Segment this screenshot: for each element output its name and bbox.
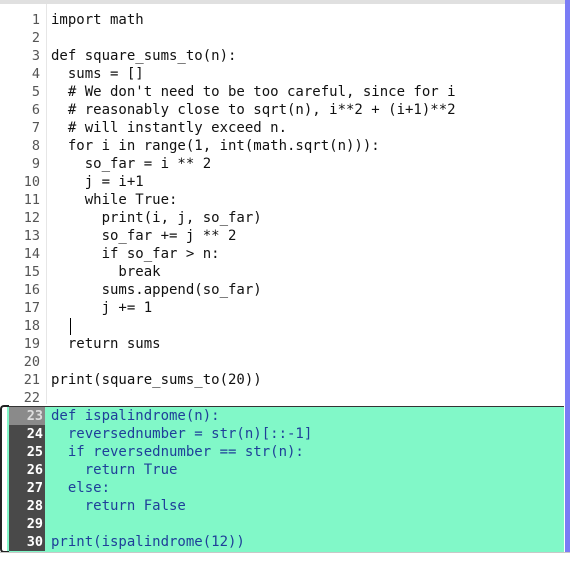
line-text[interactable]: import math — [51, 12, 144, 28]
code-line-selected[interactable]: 27 else: — [0, 479, 565, 497]
line-text[interactable]: for i in range(1, int(math.sqrt(n))): — [51, 138, 380, 154]
code-line-selected[interactable]: 30 print(ispalindrome(12)) — [0, 533, 565, 551]
line-number: 23 — [9, 407, 45, 425]
line-number: 10 — [23, 174, 40, 190]
code-line[interactable]: 12 print(i, j, so_far) — [0, 209, 565, 227]
line-text[interactable]: so_far += j ** 2 — [51, 228, 237, 244]
line-text[interactable]: # will instantly exceed n. — [51, 120, 288, 136]
line-text[interactable]: print(ispalindrome(12)) — [51, 534, 245, 550]
code-line[interactable]: 4 sums = [] — [0, 65, 565, 83]
line-text[interactable]: return False — [51, 498, 186, 514]
line-text[interactable]: return sums — [51, 336, 161, 352]
code-line[interactable]: 11 while True: — [0, 191, 565, 209]
line-text[interactable]: # reasonably close to sqrt(n), i**2 + (i… — [51, 102, 456, 118]
line-text[interactable]: sums.append(so_far) — [51, 282, 262, 298]
text-selection-highlight — [7, 406, 564, 552]
code-line[interactable]: 6 # reasonably close to sqrt(n), i**2 + … — [0, 101, 565, 119]
editor-bottom-border — [0, 552, 570, 553]
code-line-selected[interactable]: 28 return False — [0, 497, 565, 515]
line-text[interactable]: def ispalindrome(n): — [51, 408, 220, 424]
line-number: 21 — [23, 372, 40, 388]
vertical-scrollbar[interactable] — [565, 0, 570, 552]
code-line[interactable]: 13 so_far += j ** 2 — [0, 227, 565, 245]
line-text[interactable]: return True — [51, 462, 178, 478]
line-number: 4 — [31, 66, 40, 82]
line-number: 8 — [31, 138, 40, 154]
line-number: 6 — [31, 102, 40, 118]
code-line[interactable]: 14 if so_far > n: — [0, 245, 565, 263]
code-line[interactable]: 5 # We don't need to be too careful, sin… — [0, 83, 565, 101]
code-line[interactable]: 2 — [0, 29, 565, 47]
line-number: 29 — [9, 515, 45, 533]
line-number: 25 — [9, 443, 45, 461]
line-text[interactable]: j = i+1 — [51, 174, 144, 190]
line-number: 3 — [31, 48, 40, 64]
line-text[interactable]: else: — [51, 480, 111, 496]
code-line[interactable]: 18 — [0, 317, 565, 335]
line-text[interactable]: if reversednumber == str(n): — [51, 444, 304, 460]
line-number: 24 — [9, 425, 45, 443]
code-line[interactable]: 20 — [0, 353, 565, 371]
line-number: 2 — [31, 30, 40, 46]
code-line-selected[interactable]: 26 return True — [0, 461, 565, 479]
line-number: 17 — [23, 300, 40, 316]
line-number: 7 — [31, 120, 40, 136]
line-number: 20 — [23, 354, 40, 370]
line-number: 18 — [23, 318, 40, 334]
line-number: 26 — [9, 461, 45, 479]
text-cursor — [70, 318, 71, 335]
code-line[interactable]: 15 break — [0, 263, 565, 281]
line-text[interactable]: while True: — [51, 192, 178, 208]
code-line[interactable]: 21 print(square_sums_to(20)) — [0, 371, 565, 389]
code-line[interactable]: 10 j = i+1 — [0, 173, 565, 191]
code-line[interactable]: 1 import math — [0, 11, 565, 29]
line-text[interactable]: break — [51, 264, 161, 280]
line-number: 9 — [31, 156, 40, 172]
gutter-divider — [46, 4, 47, 404]
line-number: 30 — [9, 533, 45, 551]
line-text[interactable]: print(square_sums_to(20)) — [51, 372, 262, 388]
line-text[interactable]: def square_sums_to(n): — [51, 48, 237, 64]
line-number: 5 — [31, 84, 40, 100]
line-text[interactable]: reversednumber = str(n)[::-1] — [51, 426, 313, 442]
code-line[interactable]: 3 def square_sums_to(n): — [0, 47, 565, 65]
line-text[interactable]: sums = [] — [51, 66, 144, 82]
line-text[interactable]: # We don't need to be too careful, since… — [51, 84, 456, 100]
code-line[interactable]: 17 j += 1 — [0, 299, 565, 317]
line-number: 19 — [23, 336, 40, 352]
code-line-selected[interactable]: 25 if reversednumber == str(n): — [0, 443, 565, 461]
code-line[interactable]: 22 — [0, 389, 565, 407]
code-line-selected[interactable]: 29 — [0, 515, 565, 533]
line-number: 14 — [23, 246, 40, 262]
code-line[interactable]: 9 so_far = i ** 2 — [0, 155, 565, 173]
editor-top-bar — [0, 0, 566, 4]
line-number: 11 — [23, 192, 40, 208]
line-number: 27 — [9, 479, 45, 497]
line-text[interactable]: if so_far > n: — [51, 246, 220, 262]
code-line[interactable]: 19 return sums — [0, 335, 565, 353]
code-line[interactable]: 7 # will instantly exceed n. — [0, 119, 565, 137]
code-line[interactable]: 16 sums.append(so_far) — [0, 281, 565, 299]
code-line-selected[interactable]: 23 def ispalindrome(n): — [0, 407, 565, 425]
line-number: 13 — [23, 228, 40, 244]
line-number: 22 — [23, 390, 40, 406]
line-number: 16 — [23, 282, 40, 298]
line-number: 12 — [23, 210, 40, 226]
line-text[interactable]: so_far = i ** 2 — [51, 156, 212, 172]
line-number: 28 — [9, 497, 45, 515]
code-line-selected[interactable]: 24 reversednumber = str(n)[::-1] — [0, 425, 565, 443]
code-line[interactable]: 8 for i in range(1, int(math.sqrt(n))): — [0, 137, 565, 155]
line-text[interactable]: j += 1 — [51, 300, 153, 316]
line-number: 15 — [23, 264, 40, 280]
line-number: 1 — [31, 12, 40, 28]
line-text[interactable]: print(i, j, so_far) — [51, 210, 262, 226]
